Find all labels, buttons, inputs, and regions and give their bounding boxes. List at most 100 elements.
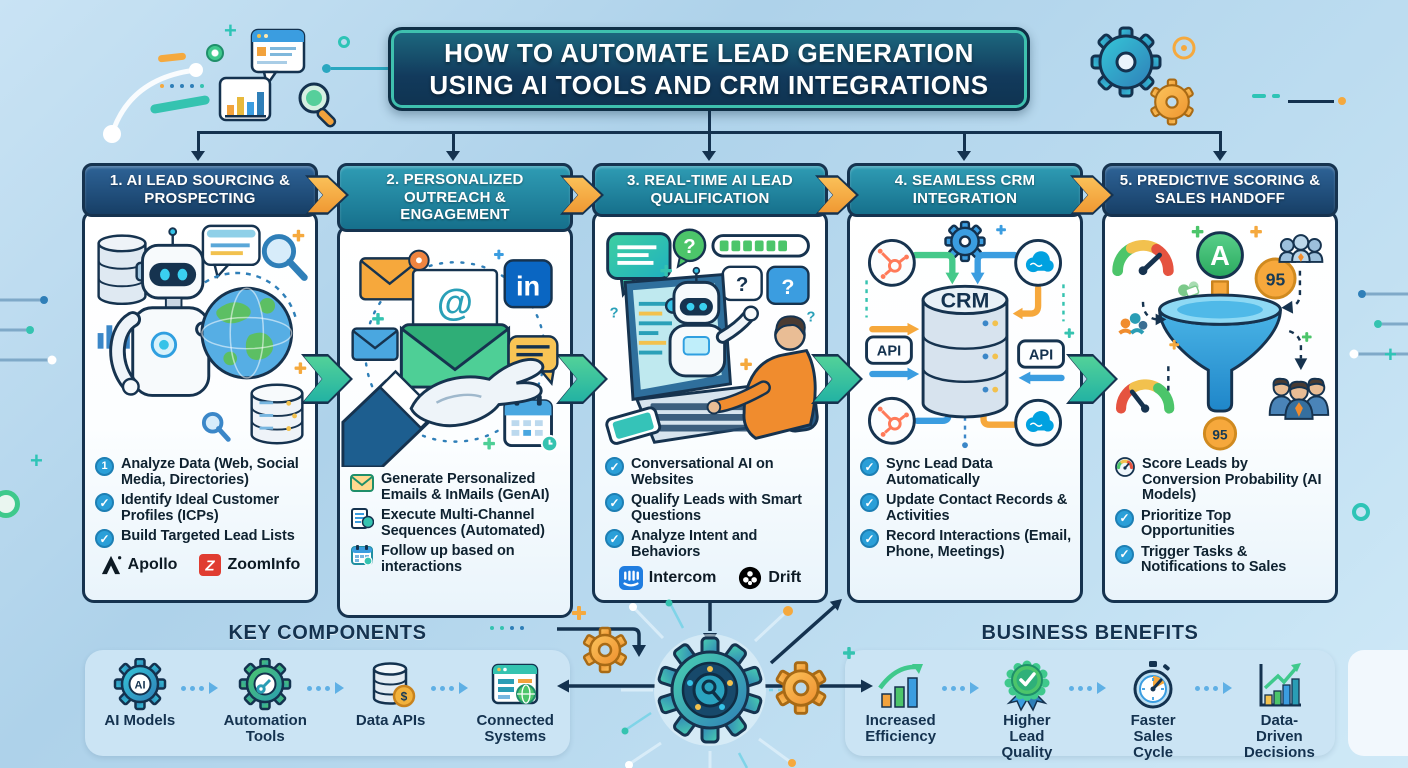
svg-text:95: 95 (1266, 269, 1286, 289)
orange-dash-decoration (157, 52, 187, 63)
plus-decoration (493, 249, 504, 260)
automation-gear-icon (238, 658, 292, 711)
business-benefits-panel: Increased Efficiency Higher Lead Quality (845, 650, 1335, 760)
step-4-header: 4. SEAMLESS CRM INTEGRATION (847, 163, 1083, 217)
step-2-card: @ in (337, 225, 573, 619)
title-line2: USING AI TOOLS AND CRM INTEGRATIONS (429, 70, 989, 100)
connector-line (963, 131, 966, 152)
drift-icon (739, 566, 762, 590)
circuit-rays-decoration (621, 607, 790, 768)
step-2-column: 2. PERSONALIZED OUTREACH & ENGAGEMENT @ … (337, 163, 573, 619)
intercom-icon (618, 566, 643, 590)
step-4-column: 4. SEAMLESS CRM INTEGRATION (847, 163, 1083, 603)
apollo-logo: Apollo (100, 555, 177, 575)
flow-arrowheads (557, 599, 873, 693)
database-icon (97, 234, 147, 306)
flow-arrow-icon (301, 350, 353, 408)
dotted-arrow-icon (1194, 682, 1238, 694)
step-3-logos: Intercom Drift (595, 566, 825, 590)
automation-hub (557, 599, 873, 768)
svg-text:95: 95 (1212, 427, 1228, 442)
bb-faster-sales-cycle: Faster Sales Cycle (1112, 658, 1195, 760)
gear-icon (775, 661, 827, 715)
linkedin-icon: in (503, 259, 553, 309)
envelope-icon (350, 474, 374, 493)
step-5-illustration: A 95 95 (1105, 220, 1335, 452)
plus-decoration (483, 437, 495, 450)
bb-higher-lead-quality: Higher Lead Quality (985, 658, 1068, 760)
step-arrow-icon (1070, 172, 1114, 218)
dotted-arrow-icon (431, 682, 474, 694)
step-arrow-icon (305, 172, 349, 218)
step-5-bullets: Score Leads by Conversion Probability (A… (1105, 456, 1335, 576)
plus-decoration (1301, 332, 1312, 342)
corner-card-decoration (1348, 650, 1408, 756)
svg-text:A: A (1210, 240, 1230, 271)
step-1-header: 1. AI LEAD SOURCING & PROSPECTING (82, 163, 318, 217)
check-icon (860, 457, 879, 476)
list-item: Analyze Data (Web, Social Media, Directo… (95, 456, 307, 488)
svg-text:API: API (1029, 347, 1053, 363)
question-bubble-icon: ? (672, 228, 707, 269)
dashed-arrows (1141, 270, 1303, 394)
arrow-down-icon (1213, 151, 1227, 161)
bar-chart-card-decoration (218, 76, 272, 122)
people-group-icon (1278, 234, 1324, 263)
plus-decoration (372, 313, 384, 325)
grade-badge: A (1196, 231, 1244, 279)
check-icon (860, 529, 879, 548)
svg-text:?: ? (781, 275, 794, 299)
teal-dot-decoration (322, 64, 331, 73)
money-leaf-decoration (1178, 281, 1200, 298)
gears-decoration (1090, 26, 1196, 126)
progress-bar (711, 234, 810, 258)
arrow-down-icon (957, 151, 971, 161)
intercom-logo: Intercom (618, 566, 716, 590)
kc-ai-models: AI AI Models (99, 658, 181, 729)
teal-ring-decoration (338, 36, 350, 48)
list-item: Build Targeted Lead Lists (95, 528, 307, 548)
connector-line (708, 110, 711, 132)
sequence-doc-icon (351, 508, 374, 530)
phone-icon (605, 406, 662, 445)
step-4-card: CRM API API Sync Lead Data Automatica (847, 210, 1083, 603)
gear-icon (582, 626, 628, 674)
person-illustration (706, 315, 819, 440)
check-icon (605, 529, 624, 548)
database-dollar-icon: $ (372, 662, 415, 708)
green-ring-decoration (0, 490, 20, 518)
step-arrow-icon (560, 172, 604, 218)
plus-decoration (1191, 225, 1204, 238)
kc-automation-tools: Automation Tools (224, 658, 307, 745)
list-item: Generate Personalized Emails & InMails (… (350, 471, 562, 503)
dot-row-decoration (490, 626, 524, 630)
key-components-title: KEY COMPONENTS (228, 622, 427, 644)
list-item: Prioritize Top Opportunities (1115, 508, 1327, 540)
step-4-illustration: CRM API API (850, 220, 1080, 452)
plus-decoration (740, 358, 752, 371)
circuit-right-decoration (1349, 290, 1408, 359)
robot-illustration (664, 266, 759, 378)
step-1-illustration (85, 220, 315, 452)
dot-decoration (962, 442, 968, 449)
zoominfo-logo: Z ZoomInfo (199, 554, 300, 576)
list-item: Update Contact Records & Activities (860, 492, 1072, 524)
central-gear-icon (654, 634, 766, 746)
key-components-panel: AI AI Models Automation Tools (85, 650, 570, 756)
circuit-curve-decoration (103, 63, 203, 143)
dashed-arc-decoration (204, 271, 297, 318)
step-3-header: 3. REAL-TIME AI LEAD QUALIFICATION (592, 163, 828, 217)
teal-dash-decoration (1252, 94, 1266, 98)
check-icon (95, 529, 114, 548)
plus-decoration (660, 264, 672, 277)
arrow-down-icon (191, 151, 205, 161)
step-3-column: 3. REAL-TIME AI LEAD QUALIFICATION ? ? ? (592, 163, 828, 603)
teal-dash-decoration (1272, 94, 1280, 98)
step-2-bullets: Generate Personalized Emails & InMails (… (340, 471, 570, 575)
crm-database: CRM (921, 284, 1009, 419)
kc-connected-systems: Connected Systems (474, 658, 556, 745)
arrowheads (1155, 300, 1308, 371)
score-badge: 95 (1254, 257, 1297, 300)
question-bubble-icon: ? (766, 265, 810, 306)
